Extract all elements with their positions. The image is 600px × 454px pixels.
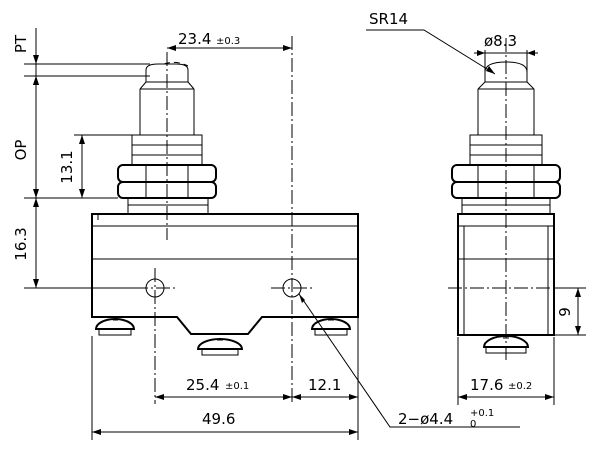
dim-16-3: 16.3 (12, 227, 30, 260)
dim-9: 9 (556, 307, 574, 317)
dim-25-4-tol: ±0.1 (225, 381, 249, 392)
front-terminals (94, 318, 352, 356)
front-view (91, 36, 359, 404)
front-switch-body (91, 213, 359, 335)
dim-49-6: 49.6 (202, 410, 235, 428)
side-dimensions: SR14 ø8.3 9 17.6 ±0.2 (366, 10, 586, 405)
dim-23-4: 23.4 (178, 30, 211, 48)
holes-tol-upper: +0.1 (470, 408, 494, 419)
op-label: OP (12, 140, 30, 161)
dim-25-4: 25.4 (186, 376, 219, 394)
dim-12-1: 12.1 (308, 376, 341, 394)
dia-8-3-label: ø8.3 (484, 32, 517, 50)
dim-17-6-tol: ±0.2 (508, 381, 532, 392)
sr14-label: SR14 (369, 10, 408, 28)
side-view (448, 38, 564, 360)
holes-tol-lower: 0 (470, 419, 476, 430)
dim-13-1: 13.1 (58, 150, 76, 183)
dim-23-4-tol: ±0.3 (216, 36, 240, 47)
front-dimensions: PT OP 16.3 13.1 23.4 ±0.3 25.4 ±0.1 (12, 28, 520, 440)
holes-label: 2−ø4.4 (398, 410, 453, 428)
dim-17-6: 17.6 (470, 376, 503, 394)
pt-label: PT (12, 34, 30, 53)
